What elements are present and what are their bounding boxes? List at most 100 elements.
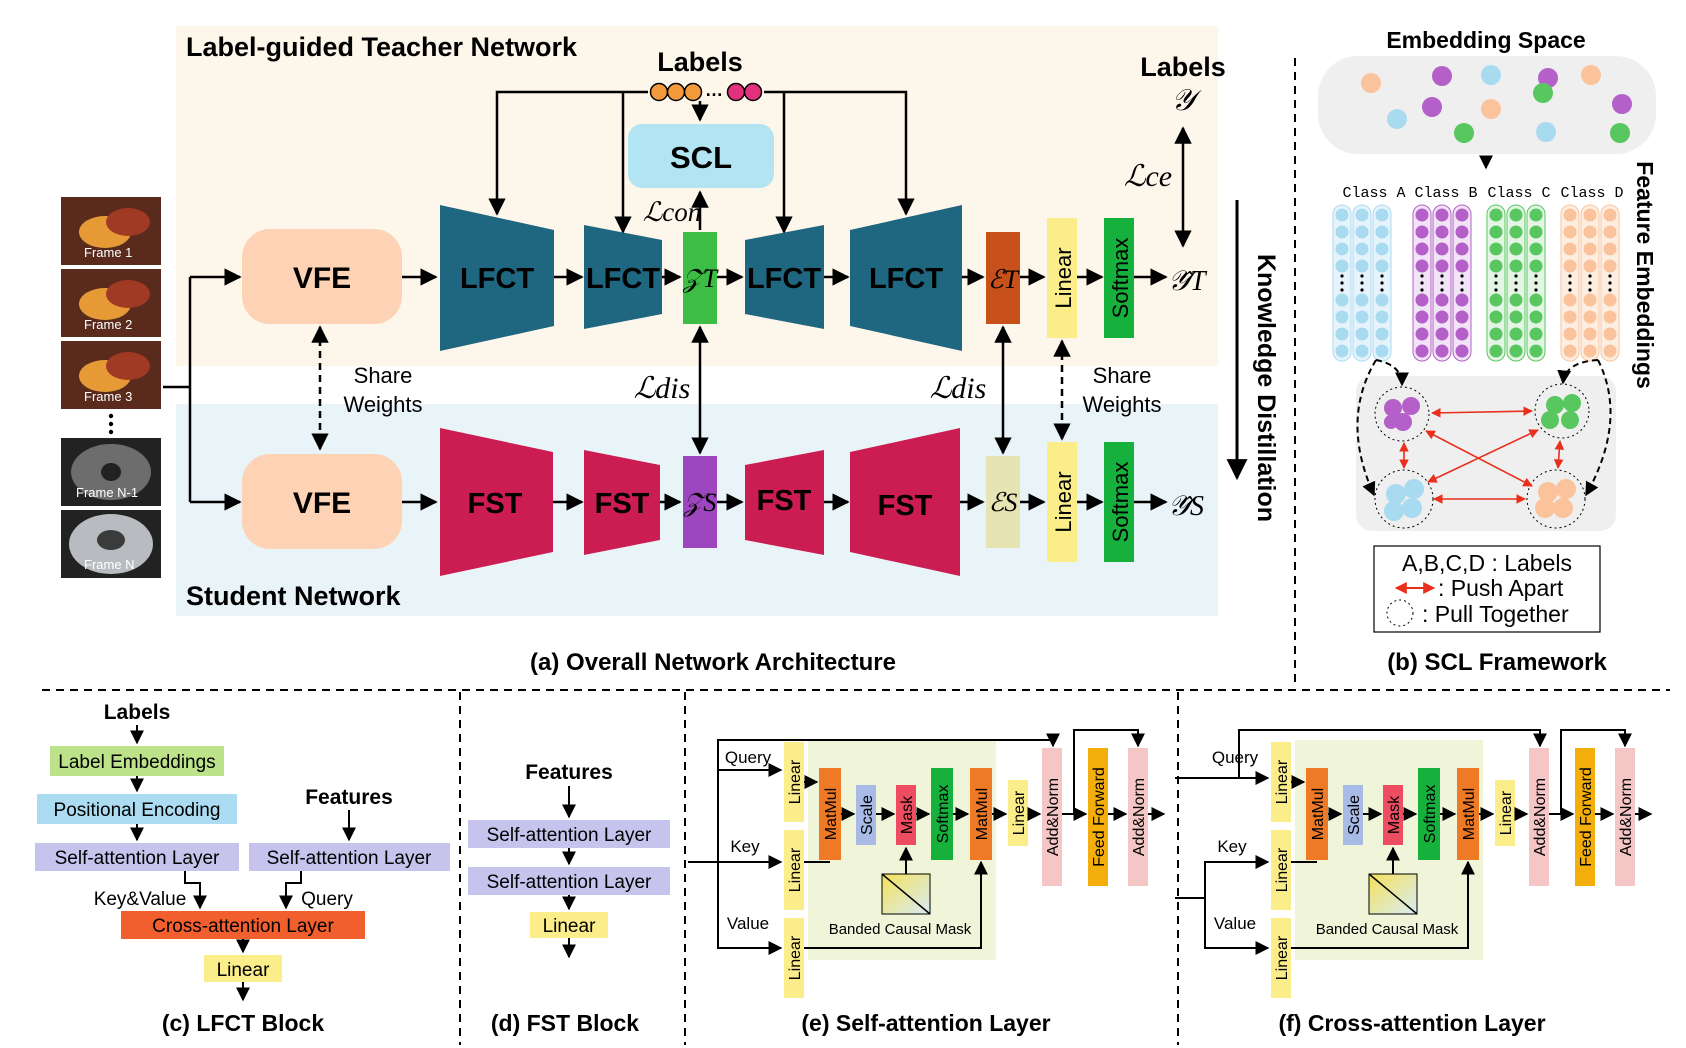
scl-box (628, 124, 774, 188)
feature-dot (1455, 242, 1469, 256)
feature-dot (1375, 327, 1389, 341)
banded-causal-mask-label: Banded Causal Mask (1316, 921, 1459, 938)
l-con-label: ℒcon (643, 197, 701, 227)
panel-d-caption: (d) FST Block (491, 1010, 639, 1036)
feature-dot (1529, 310, 1543, 324)
scale (856, 785, 876, 845)
linear-value-label: Linear (787, 935, 804, 980)
linear-key (1271, 830, 1291, 910)
panel-b-caption: (b) SCL Framework (1387, 649, 1607, 676)
lfct-block-1 (440, 205, 554, 351)
c-query: Query (301, 889, 353, 910)
z-s-embedding (683, 456, 717, 548)
feature-dot (1489, 310, 1503, 324)
feature-columns (1332, 204, 1620, 362)
ellipsis-dot (1340, 281, 1344, 285)
cluster-b (1374, 386, 1430, 442)
softmax (1418, 768, 1440, 860)
feature-dot (1335, 225, 1349, 239)
z-t-embedding (683, 232, 717, 324)
linear-out-label: Linear (1011, 790, 1028, 835)
share-weights-right-2: Weights (1082, 392, 1161, 417)
value-label: Value (1214, 914, 1256, 933)
legend-push: : Push Apart (1438, 575, 1564, 601)
c-linear (204, 955, 282, 982)
d-self-attention-2-label: Self-attention Layer (487, 872, 652, 893)
feature-dot (1583, 225, 1597, 239)
c-self-attention-2 (249, 843, 450, 871)
cluster-d (1526, 469, 1586, 529)
feed-forward-label: Feed Forward (1091, 767, 1108, 867)
y-hat-t: 𝒴̂T (1168, 266, 1208, 297)
feature-dot (1455, 259, 1469, 273)
e-s-label: ℰS (989, 488, 1018, 517)
d-linear-label: Linear (543, 916, 596, 937)
ellipsis-dot (1440, 274, 1444, 278)
fst-block-2-label: FST (595, 488, 650, 520)
ellipsis-dot (1340, 274, 1344, 278)
feature-dot (1375, 242, 1389, 256)
linear-key-label: Linear (1274, 847, 1291, 892)
class-d-label: Class D (1560, 185, 1623, 202)
add-norm-2-label: Add&Norm (1618, 778, 1635, 856)
feature-dot (1435, 242, 1449, 256)
feature-dot (1375, 225, 1389, 239)
frame-1-label: Frame 1 (84, 245, 132, 260)
feature-dot (1335, 310, 1349, 324)
feature-dot (1583, 310, 1597, 324)
flow-arrow (804, 860, 988, 949)
feature-dot (1583, 259, 1597, 273)
feature-dot (1529, 242, 1543, 256)
ellipsis-dot (1420, 288, 1424, 292)
value-label: Value (727, 914, 769, 933)
ellipsis-dot (1514, 288, 1518, 292)
embedding-points (1361, 65, 1632, 143)
lfct-block-4 (850, 205, 962, 351)
mask-diagonal (881, 873, 931, 915)
feature-dot (1455, 225, 1469, 239)
matmul-2-label: MatMul (1461, 788, 1478, 840)
feature-dot (1489, 259, 1503, 273)
ellipsis-dot (1380, 281, 1384, 285)
add-norm-2 (1128, 748, 1148, 886)
feature-dot (1455, 310, 1469, 324)
linear-out-label: Linear (1498, 790, 1515, 835)
z-s-label: 𝒵S (683, 488, 717, 517)
d-features: Features (525, 761, 613, 784)
scl-label: SCL (670, 140, 732, 175)
ellipsis-dot (1588, 288, 1592, 292)
ellipsis-dot (1608, 274, 1612, 278)
feature-dot (1603, 225, 1617, 239)
feature-dot (1355, 242, 1369, 256)
c-linear-label: Linear (217, 960, 270, 981)
feature-dot (1603, 259, 1617, 273)
ellipsis-dot (1460, 288, 1464, 292)
ellipsis-dot (1494, 288, 1498, 292)
matmul-1 (819, 768, 841, 860)
feature-dot (1563, 242, 1577, 256)
feature-dot (1583, 242, 1597, 256)
e-t-label: ℰT (988, 265, 1020, 294)
feature-dot (1355, 225, 1369, 239)
banded-causal-mask-label: Banded Causal Mask (829, 921, 972, 938)
feature-dot (1583, 327, 1597, 341)
class-c-label: Class C (1487, 185, 1550, 202)
frame-n-1-label: Frame N-1 (76, 485, 138, 500)
add-norm-1 (1042, 748, 1062, 886)
feature-dot (1435, 344, 1449, 358)
feature-dot (1335, 242, 1349, 256)
linear-student (1047, 442, 1077, 562)
flow-arrow (1238, 729, 1547, 778)
ellipsis-dot (1568, 281, 1572, 285)
query-label: Query (725, 748, 772, 767)
feature-dot (1415, 344, 1429, 358)
feature-dot (1563, 327, 1577, 341)
feature-dot (1529, 259, 1543, 273)
feature-dot (1435, 259, 1449, 273)
feature-dot (1435, 327, 1449, 341)
key-label: Key (730, 837, 760, 856)
feature-dot (1455, 344, 1469, 358)
feature-dot (1435, 225, 1449, 239)
y-hat-s: 𝒴̂S (1168, 491, 1204, 522)
